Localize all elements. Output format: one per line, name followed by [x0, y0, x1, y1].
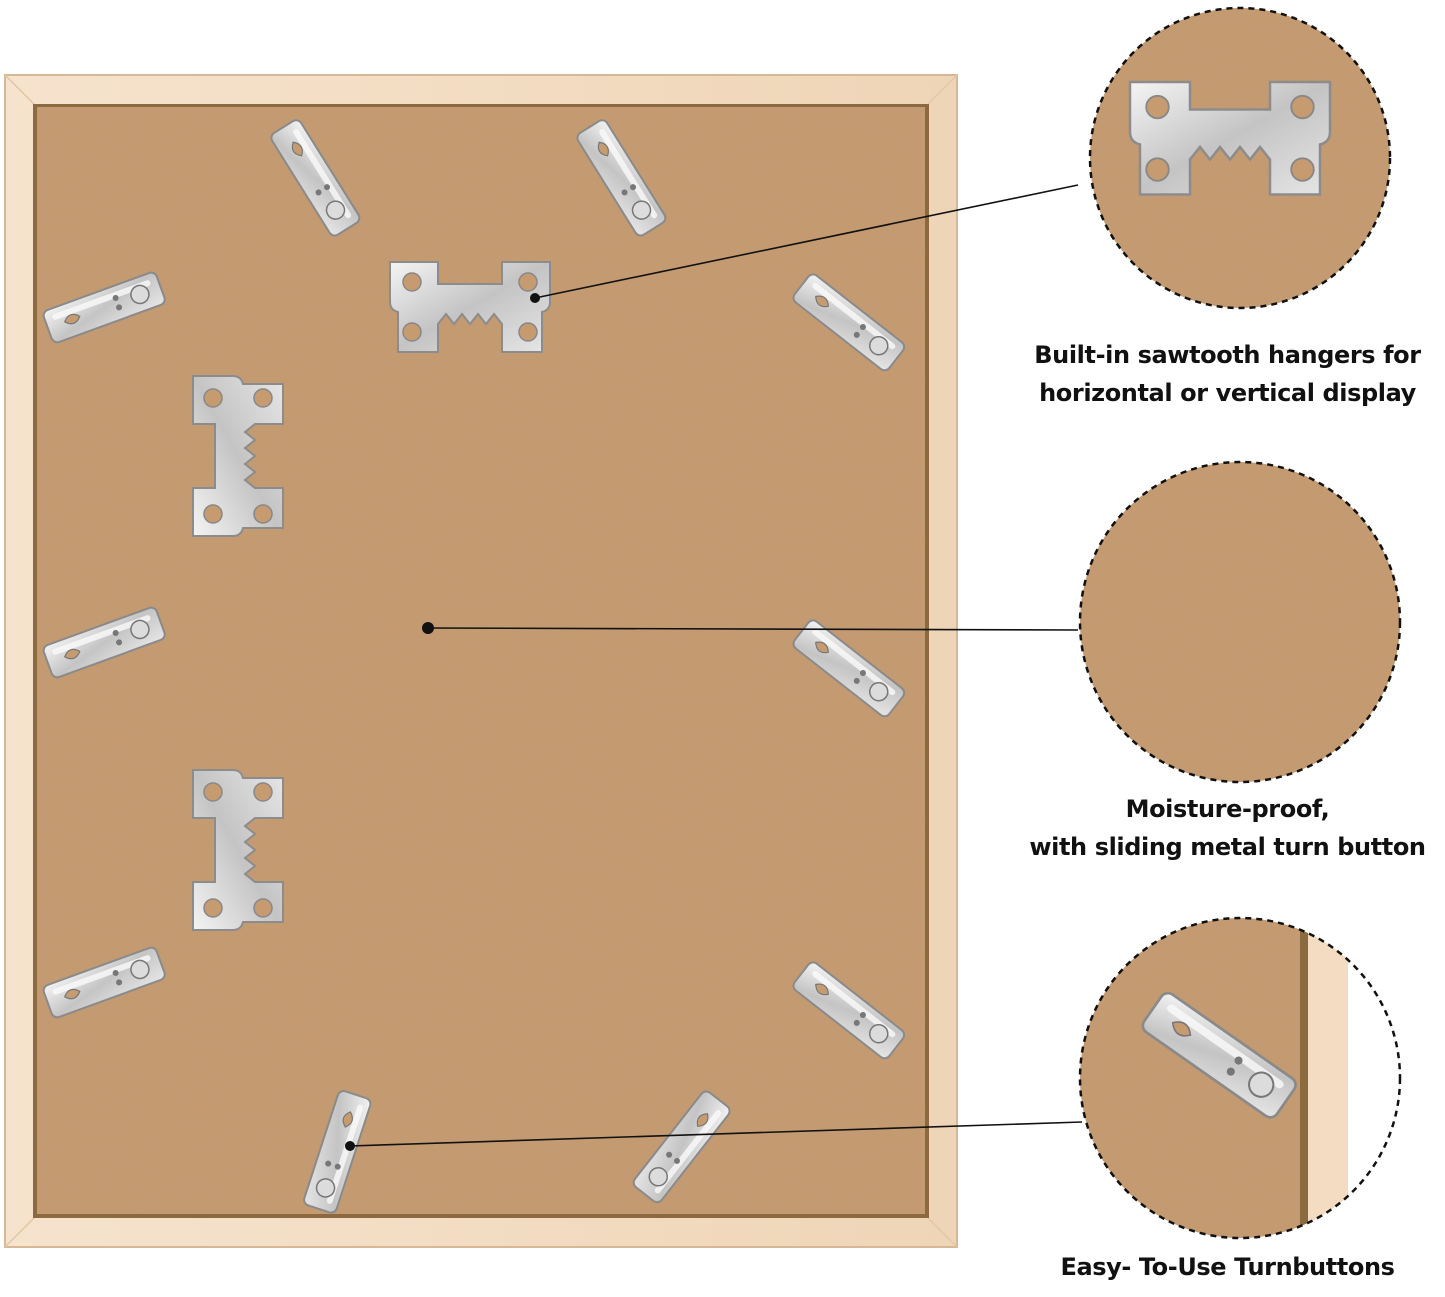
caption-moisture: Moisture-proof, with sliding metal turn …	[1010, 790, 1445, 866]
zoom-circle-sawtooth	[1088, 6, 1392, 310]
leader-dot-sawtooth	[530, 293, 540, 303]
leader-line-moisture	[427, 627, 1079, 631]
zoom-circle-turnbutton	[1078, 916, 1402, 1240]
backboard	[33, 104, 929, 1218]
caption-turnbuttons-line-1: Easy- To-Use Turnbuttons	[1060, 1253, 1395, 1281]
caption-sawtooth-line-2: horizontal or vertical display	[1039, 379, 1416, 407]
caption-sawtooth-line-1: Built-in sawtooth hangers for	[1034, 341, 1421, 369]
caption-moisture-line-1: Moisture-proof,	[1125, 795, 1330, 823]
caption-turnbuttons: Easy- To-Use Turnbuttons	[1010, 1248, 1445, 1286]
leader-line-sawtooth	[534, 184, 1079, 299]
caption-moisture-line-2: with sliding metal turn button	[1029, 833, 1426, 861]
leader-line-turnbutton	[349, 1121, 1083, 1147]
leader-dot-moisture	[422, 622, 434, 634]
zoom-circle-backboard	[1078, 460, 1402, 784]
caption-sawtooth: Built-in sawtooth hangers for horizontal…	[1010, 336, 1445, 412]
leader-lines	[349, 184, 1083, 1147]
leader-dot-turnbutton	[345, 1141, 355, 1151]
